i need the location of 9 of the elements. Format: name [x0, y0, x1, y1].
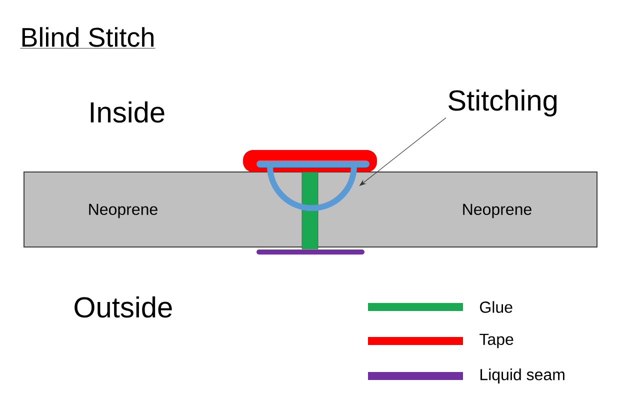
legend-label: Glue — [480, 301, 512, 313]
region-label: Inside — [90, 101, 164, 123]
stitching-drawing — [256, 160, 370, 211]
title: Blind Stitch — [20, 27, 156, 49]
region-label: Outside — [74, 296, 172, 318]
legend-label: Liquid seam — [480, 368, 564, 384]
callout-label: Stitching — [448, 89, 557, 117]
neoprene-band: Neoprene Neoprene — [24, 172, 598, 248]
legend-label: Tape — [480, 334, 514, 348]
